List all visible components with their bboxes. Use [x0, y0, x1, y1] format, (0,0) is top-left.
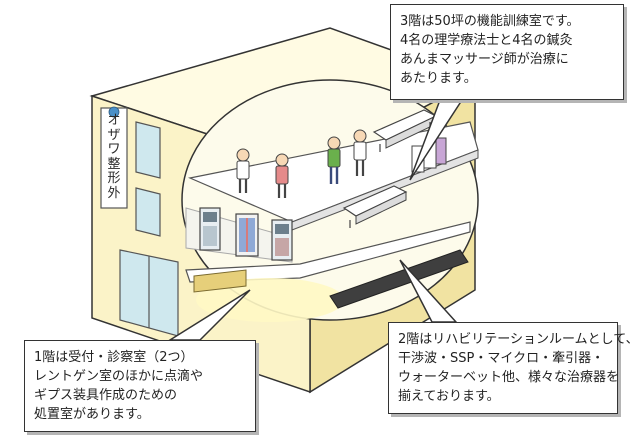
sign-char: 形 — [107, 171, 121, 186]
clinic-sign-text: オ ザ ワ 整 形 外 — [104, 113, 124, 201]
callout-line: ウォーターベット他、様々な治療器を — [398, 370, 620, 385]
callout-line: 1階は受付・診察室（2つ） — [34, 350, 194, 365]
floor2-water-bed — [329, 249, 469, 309]
floor3-bed-2 — [342, 185, 408, 228]
floor3-description-callout: 3階は50坪の機能訓練室です。 4名の理学療法士と4名の鍼灸 あんまマッサージ師… — [390, 4, 624, 100]
floor1-description-callout: 1階は受付・診察室（2つ） レントゲン室のほかに点滴や ギプス装具作成のための … — [24, 340, 256, 432]
callout-line: 3階は50坪の機能訓練室です。 — [400, 14, 580, 29]
callout-line: 処置室があります。 — [34, 407, 150, 422]
clinic-sign-board — [100, 107, 128, 209]
callout-line: 4名の理学療法士と4名の鍼灸 — [400, 33, 573, 48]
floor2-description-callout: 2階はリハビリテーションルームとして、 干渉波・SSP・マイクロ・牽引器・ ウォ… — [388, 322, 639, 414]
floor2-treatment-device-3 — [271, 219, 293, 261]
callout-3f-pointer — [409, 99, 464, 181]
callout-line: 干渉波・SSP・マイクロ・牽引器・ — [398, 351, 605, 366]
floor1-reception-counter — [193, 269, 247, 293]
floor2-treatment-device-2 — [235, 213, 259, 257]
callout-line: 揃えております。 — [398, 389, 500, 404]
floor2-treatment-device-1 — [199, 207, 221, 251]
callout-line: あたります。 — [400, 71, 477, 86]
person-patient-2 — [327, 136, 341, 184]
person-therapist-1 — [236, 148, 250, 193]
callout-line: あんまマッサージ師が治療に — [400, 52, 569, 67]
sign-char: ザ — [107, 127, 121, 143]
callout-line: ギプス装具作成のための — [34, 388, 178, 403]
floor2-slab — [185, 221, 471, 283]
window-floor2 — [135, 187, 161, 237]
sign-char: 整 — [107, 156, 121, 172]
window-floor3 — [135, 121, 161, 179]
sign-char: オ — [107, 113, 121, 128]
callout-line: 2階はリハビリテーションルームとして、 — [398, 332, 639, 347]
clinic-logo-icon — [108, 106, 120, 118]
floor1-light — [196, 278, 344, 322]
person-therapist-2 — [353, 129, 367, 176]
person-patient-1 — [275, 153, 289, 198]
sign-char: 外 — [107, 185, 121, 201]
callout-line: レントゲン室のほかに点滴や — [34, 369, 204, 384]
sign-char: ワ — [107, 142, 121, 157]
